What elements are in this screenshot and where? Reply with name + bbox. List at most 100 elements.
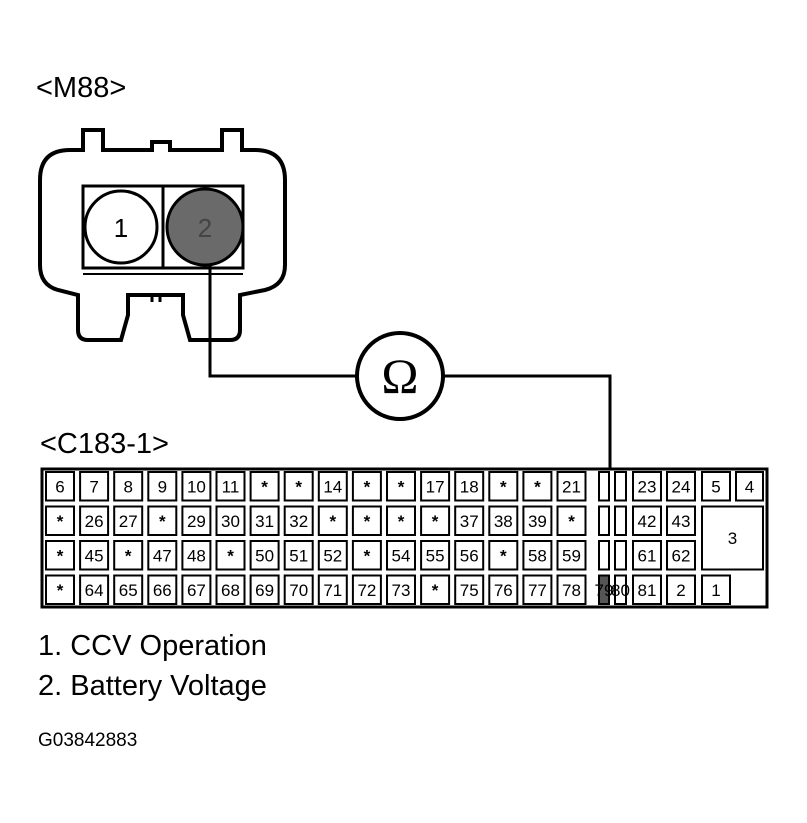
c183-pin-label: 6	[55, 477, 64, 496]
c183-pin-cell	[249, 540, 280, 571]
c183-pin-cell	[181, 540, 212, 571]
c183-pin-cell	[113, 574, 144, 605]
c183-pin-label: 5	[711, 477, 720, 496]
c183-pin-cell	[283, 471, 314, 502]
c183-pin-cell	[317, 505, 348, 536]
c183-pin-cell	[45, 505, 75, 536]
c183-pin-unused: *	[57, 546, 64, 565]
c183-pin-cell	[147, 540, 178, 571]
m88-pin-2-label: 2	[198, 213, 212, 243]
c183-pin-label: 1	[711, 581, 720, 600]
c183-pin-label: 55	[426, 546, 445, 565]
c183-pin-label: 48	[187, 546, 206, 565]
c183-pin-cell	[614, 505, 627, 536]
c183-pin-cell	[598, 471, 610, 502]
m88-pin-1-label: 1	[114, 213, 128, 243]
c183-pin-cell	[215, 505, 246, 536]
c183-pin-cell	[632, 540, 662, 571]
c183-pin-label: 8	[123, 477, 132, 496]
c183-pin-cell	[283, 574, 314, 605]
c183-pin-unused: *	[329, 512, 336, 531]
c183-pin-label: 77	[528, 581, 547, 600]
c183-pin-cell	[317, 471, 348, 502]
c183-pin-unused: *	[57, 512, 64, 531]
c183-pin-cell	[147, 574, 178, 605]
c183-pin-cell	[317, 540, 348, 571]
c183-pin-label: 38	[494, 512, 513, 531]
c183-pin-label: 50	[255, 546, 274, 565]
c183-pin-label: 79	[595, 581, 614, 600]
c183-pin-cell	[45, 471, 75, 502]
c183-pin-label: 59	[562, 546, 581, 565]
c183-pin-unused: *	[432, 581, 439, 600]
c183-pin-label: 23	[638, 477, 657, 496]
c183-pin-unused: *	[57, 581, 64, 600]
legend-item-1: 1. CCV Operation	[38, 630, 267, 662]
c183-pin-cell	[488, 540, 519, 571]
c183-pin-cell	[351, 574, 382, 605]
c183-pin-cell	[556, 574, 587, 605]
c183-pin-label: 71	[323, 581, 342, 600]
c183-pin-cell	[420, 471, 451, 502]
c183-pin-label: 61	[638, 546, 657, 565]
c183-pin-cell	[351, 505, 382, 536]
c183-pin-cell	[351, 540, 382, 571]
c183-pin-label: 78	[562, 581, 581, 600]
c183-pin-cell	[614, 574, 627, 605]
c183-pin-cell	[454, 471, 485, 502]
c183-pin-label: 51	[289, 546, 308, 565]
c183-pin-cell	[420, 505, 451, 536]
c183-pin-cell	[556, 540, 587, 571]
c183-pin-cell	[420, 574, 451, 605]
ohmmeter-symbol: Ω	[355, 331, 445, 421]
c183-pin-label: 68	[221, 581, 240, 600]
c183-pin-label: 75	[460, 581, 479, 600]
c183-pin-cell	[283, 505, 314, 536]
c183-pin-label: 72	[357, 581, 376, 600]
c183-pin-label: 17	[426, 477, 445, 496]
c183-pin-cell	[215, 574, 246, 605]
c183-pin-label: 66	[153, 581, 172, 600]
connector-m88-label: <M88>	[36, 72, 127, 104]
c183-pin-label: 10	[187, 477, 206, 496]
c183-pin-label: 58	[528, 546, 547, 565]
m88-pin-2: 2	[165, 187, 245, 267]
c183-pin-cell	[45, 574, 75, 605]
figure-id: G03842883	[38, 730, 138, 751]
c183-pin-label: 24	[672, 477, 691, 496]
c183-pin-label: 29	[187, 512, 206, 531]
c183-pin-cell	[215, 471, 246, 502]
c183-pin-label: 2	[676, 581, 685, 600]
c183-pin-cell	[113, 471, 144, 502]
m88-pin-1: 1	[83, 189, 159, 265]
c183-pin-cell	[522, 505, 553, 536]
c183-pin-label: 9	[158, 477, 167, 496]
c183-pin-cell	[215, 540, 246, 571]
c183-pin-label: 14	[323, 477, 342, 496]
c183-pin-label: 62	[672, 546, 691, 565]
c183-pin-label: 37	[460, 512, 479, 531]
c183-pin-cell	[556, 505, 587, 536]
c183-pin-unused: *	[534, 477, 541, 496]
c183-pin-cell	[420, 540, 451, 571]
c183-pin-cell	[632, 471, 662, 502]
c183-pin-label: 69	[255, 581, 274, 600]
c183-pin-cell	[735, 471, 764, 502]
c183-pin-unused: *	[159, 512, 166, 531]
c183-pin-label: 70	[289, 581, 308, 600]
c183-pin-label: 65	[119, 581, 138, 600]
c183-pin-cell	[386, 574, 416, 605]
probe-wire	[208, 265, 357, 378]
c183-pin-cell	[488, 471, 519, 502]
c183-pin-cell	[386, 540, 416, 571]
c183-pin-unused: *	[398, 477, 405, 496]
c183-pin-cell	[556, 471, 587, 502]
c183-pin-label: 76	[494, 581, 513, 600]
c183-pin-cell	[666, 505, 696, 536]
c183-pin-cell	[454, 540, 485, 571]
c183-pin-cell	[666, 574, 696, 605]
c183-pin-label: 39	[528, 512, 547, 531]
c183-pin-unused: *	[500, 546, 507, 565]
c183-pin-cell	[147, 505, 178, 536]
